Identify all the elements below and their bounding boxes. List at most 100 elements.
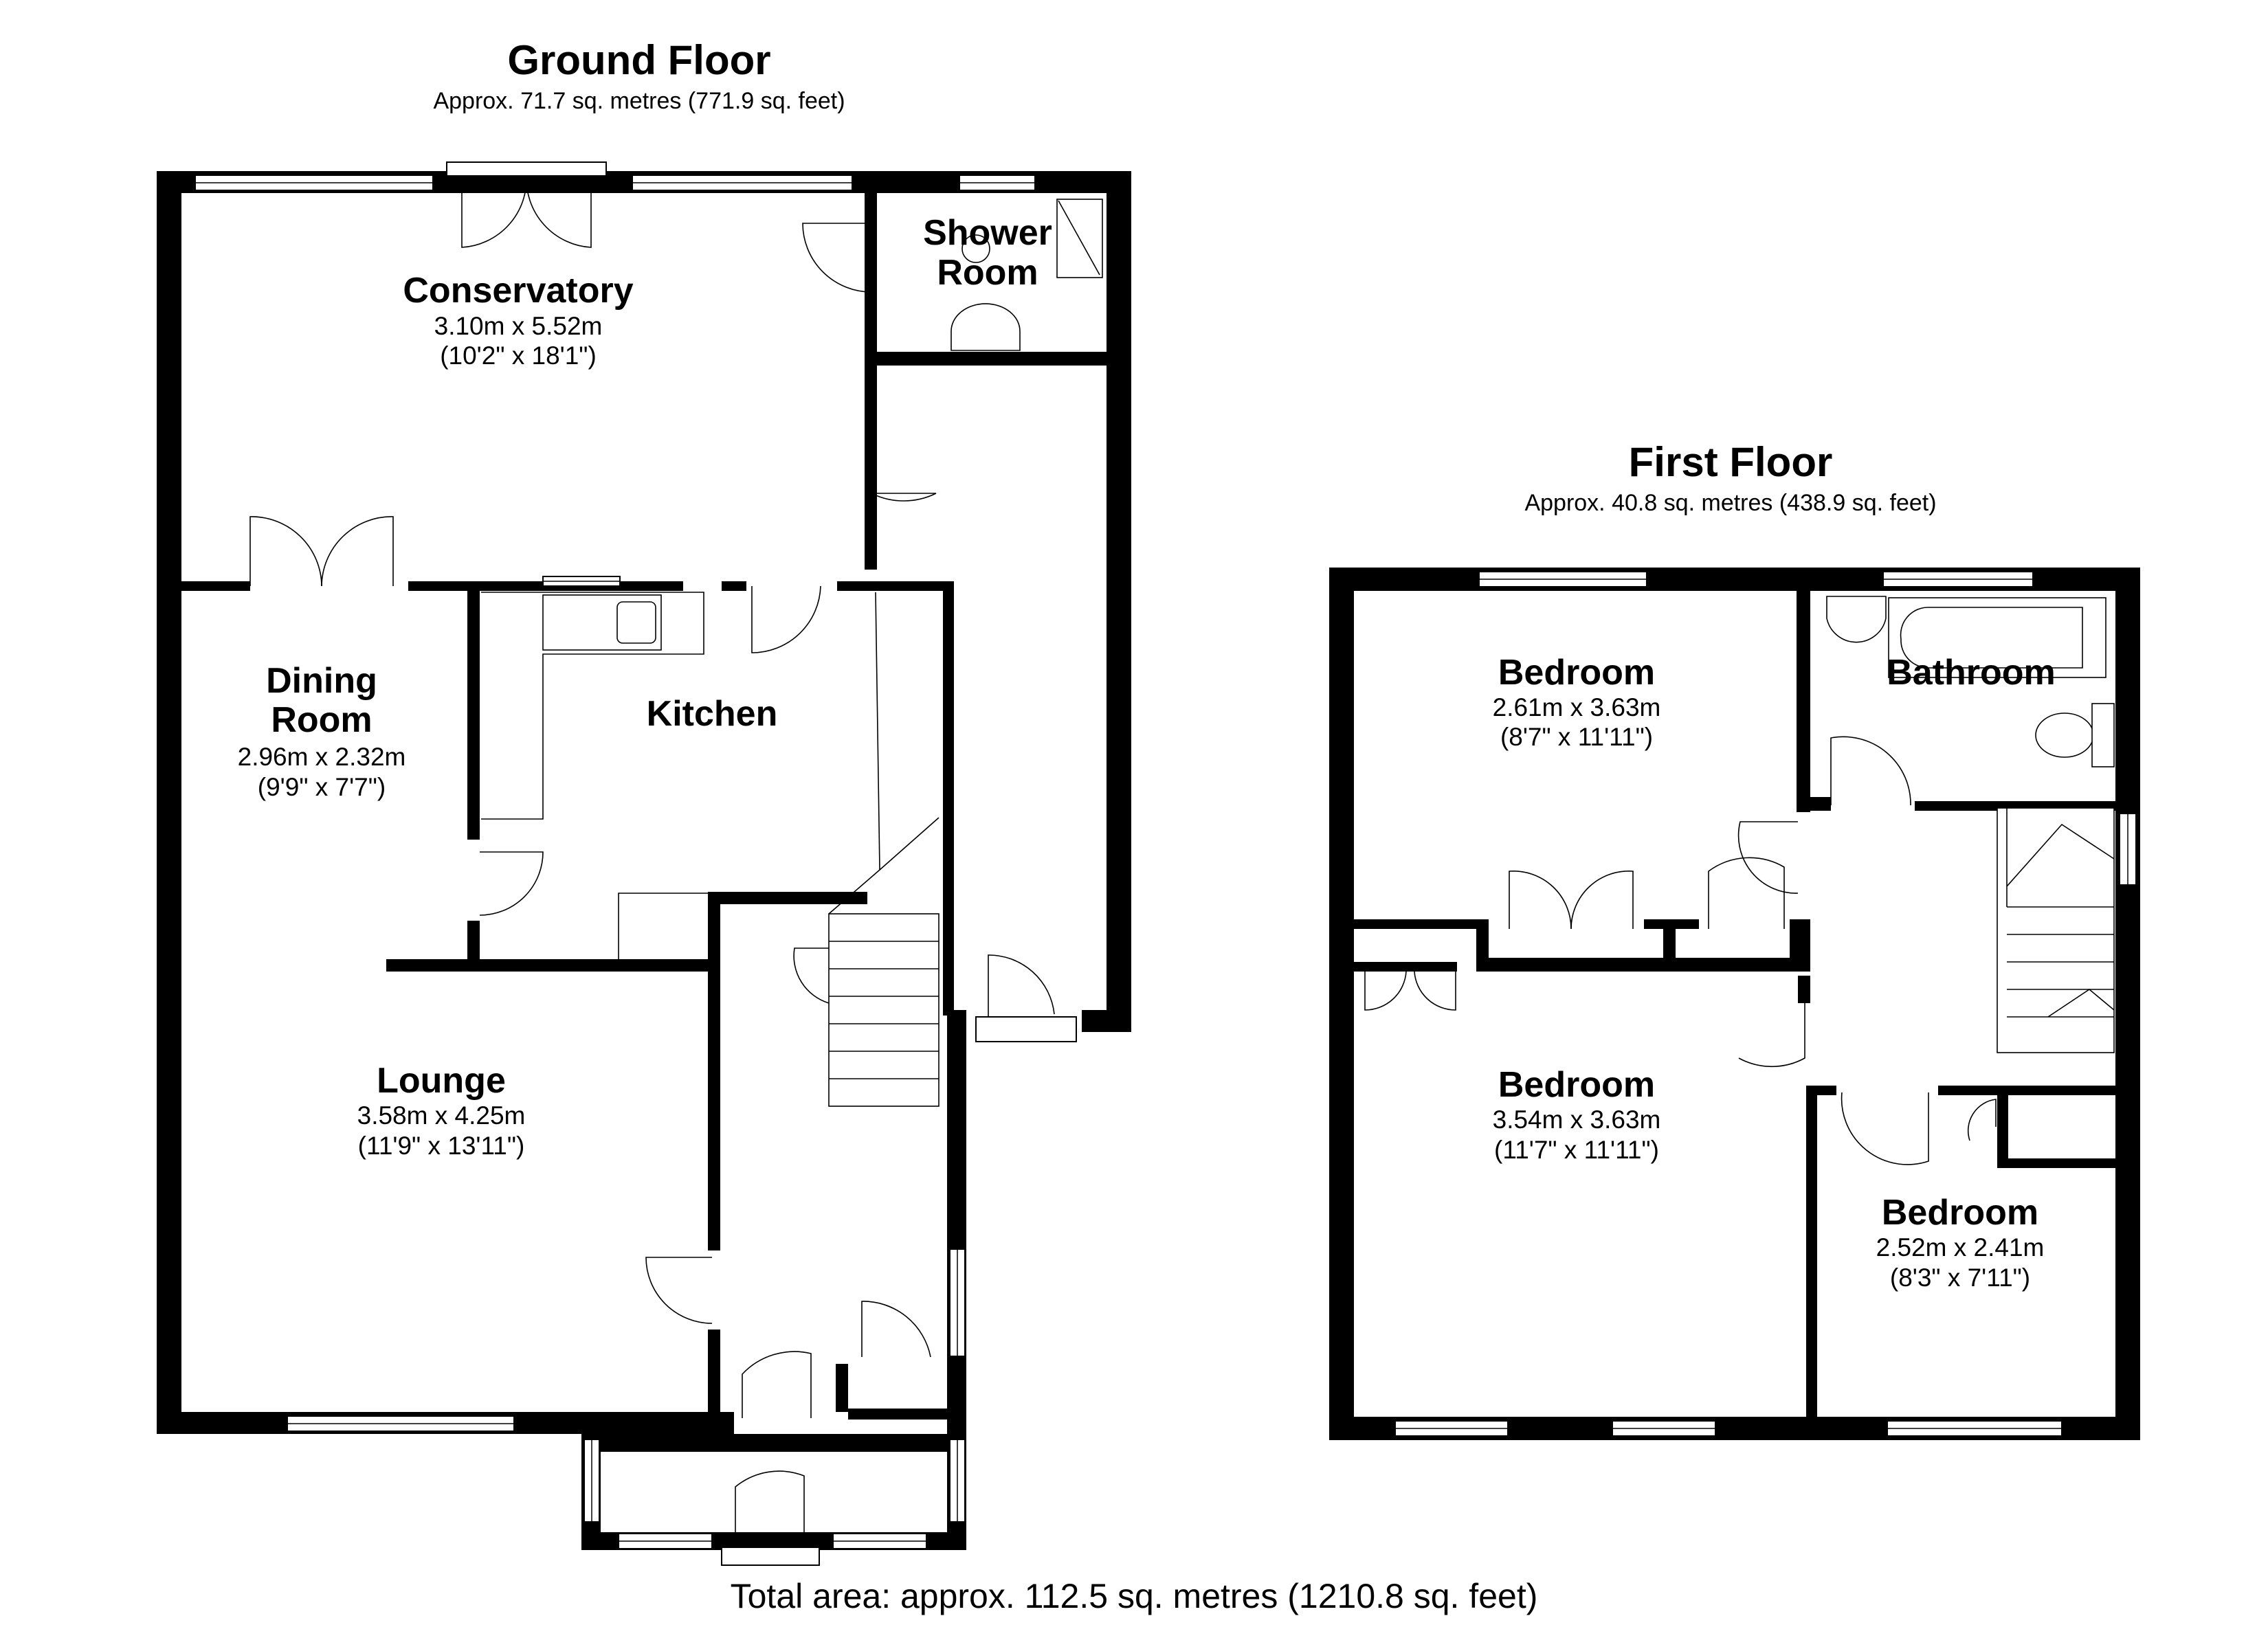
kitchen-window xyxy=(542,576,621,587)
shower-window xyxy=(959,175,1036,191)
bathroom-fixtures xyxy=(1826,596,2115,767)
conservatory-window-left xyxy=(194,175,434,191)
wall xyxy=(386,959,712,972)
kitchen-door xyxy=(751,585,821,653)
wall xyxy=(1107,171,1131,1032)
porch-window-bottom-right xyxy=(832,1533,927,1549)
bedroom2-door xyxy=(1738,989,1805,1067)
wall xyxy=(467,581,480,840)
front-door xyxy=(721,1470,820,1566)
first-floor-title: First Floor xyxy=(1629,439,1833,485)
bedroom1-wardrobe-doors xyxy=(1509,857,1785,930)
wall xyxy=(1810,797,1831,811)
ground-floor-area: Approx. 71.7 sq. metres (771.9 sq. feet) xyxy=(433,88,845,114)
bathroom-window xyxy=(1882,571,2034,587)
conservatory-metric: 3.10m x 5.52m xyxy=(434,312,603,340)
bedroom1-imperial: (8'7" x 11'11") xyxy=(1500,723,1653,751)
wc-icon xyxy=(2035,713,2094,758)
cupboard-door xyxy=(861,1301,931,1358)
bathroom-door xyxy=(1830,736,1911,806)
conservatory-window-right xyxy=(632,175,853,191)
wall xyxy=(1997,1086,2008,1168)
landing-window xyxy=(2119,813,2137,886)
bedroom1-window xyxy=(1478,571,1647,587)
wall xyxy=(1082,1010,1131,1032)
wall xyxy=(157,171,181,1434)
bedroom3-label: Bedroom xyxy=(1882,1193,2038,1233)
wall xyxy=(181,581,250,591)
conservatory-label: Conservatory xyxy=(403,271,633,311)
wall xyxy=(1790,919,1810,972)
bedroom2-window-left xyxy=(1394,1420,1509,1437)
wall xyxy=(943,581,954,1016)
wall xyxy=(1938,1086,2115,1095)
garage-door xyxy=(871,420,937,502)
dining-room-label-line2: Room xyxy=(271,700,372,740)
wall xyxy=(708,892,720,1250)
basin-icon xyxy=(1826,596,1887,643)
wall xyxy=(467,921,480,959)
bedroom3-cupboard-door xyxy=(1967,1099,1997,1141)
ground-floor-title: Ground Floor xyxy=(507,37,770,83)
ground-stairs xyxy=(793,817,940,1107)
wall xyxy=(1663,919,1676,961)
shower-door xyxy=(802,223,872,293)
garage-side-door xyxy=(975,954,1077,1042)
bedroom1-label: Bedroom xyxy=(1498,653,1655,693)
porch-window-bottom-left xyxy=(618,1533,713,1549)
dining-room-metric: 2.96m x 2.32m xyxy=(238,743,406,771)
bedroom2-window-right xyxy=(1612,1420,1716,1437)
first-stairs xyxy=(1997,807,2115,1053)
porch-window-right xyxy=(949,1439,966,1523)
wall xyxy=(836,1364,848,1412)
bedroom1-door xyxy=(1737,821,1799,894)
bedroom2-imperial: (11'7" x 11'11") xyxy=(1494,1136,1659,1164)
wall xyxy=(708,1330,720,1419)
wall xyxy=(1329,568,1354,1440)
lounge-label: Lounge xyxy=(377,1061,506,1101)
hall-side-window xyxy=(949,1248,966,1357)
wc-icon xyxy=(961,234,990,263)
bath-icon xyxy=(1888,597,2106,678)
wall xyxy=(865,193,877,570)
wall xyxy=(708,892,867,904)
bedroom2-label: Bedroom xyxy=(1498,1065,1655,1105)
bedroom3-imperial: (8'3" x 7'11") xyxy=(1890,1264,2030,1292)
ground-floor-plan xyxy=(157,161,1131,1566)
wall xyxy=(722,581,746,591)
dining-kitchen-door xyxy=(479,851,544,916)
wall xyxy=(1476,958,1803,972)
wall xyxy=(865,352,1119,366)
wall xyxy=(1806,1086,1817,1417)
total-area: Total area: approx. 112.5 sq. metres (12… xyxy=(731,1577,1538,1615)
wall xyxy=(1354,919,1489,929)
conservatory-imperial: (10'2" x 18'1") xyxy=(440,341,597,370)
wall xyxy=(848,1409,947,1420)
first-floor-plan xyxy=(1329,568,2140,1440)
bedroom3-window xyxy=(1887,1420,2063,1437)
lounge-window xyxy=(287,1415,515,1432)
porch-window-left xyxy=(583,1439,600,1523)
bedroom1-metric: 2.61m x 3.63m xyxy=(1493,693,1661,721)
dining-french-doors xyxy=(249,516,394,587)
wall xyxy=(1798,976,1810,1003)
lounge-door xyxy=(645,1257,713,1324)
basin-icon xyxy=(950,303,1021,351)
wall xyxy=(1797,591,1810,808)
wall xyxy=(1354,962,1457,972)
bathroom-label: Bathroom xyxy=(1887,653,2056,693)
first-floor-area: Approx. 40.8 sq. metres (438.9 sq. feet) xyxy=(1524,490,1936,516)
kitchen-units xyxy=(481,592,880,966)
shower-fixtures xyxy=(950,199,1103,351)
conservatory-french-doors xyxy=(446,161,607,248)
dining-room-imperial: (9'9" x 7'7") xyxy=(258,773,386,801)
wall xyxy=(837,581,953,591)
dining-room-label-line1: Dining xyxy=(266,661,377,701)
wall xyxy=(1997,1158,2115,1168)
wall xyxy=(1476,919,1489,967)
shower-room-label-line1: Shower xyxy=(923,213,1052,253)
wall xyxy=(1806,1086,1836,1095)
shower-room-label-line2: Room xyxy=(937,253,1038,293)
bedroom2-metric: 3.54m x 3.63m xyxy=(1493,1106,1661,1134)
